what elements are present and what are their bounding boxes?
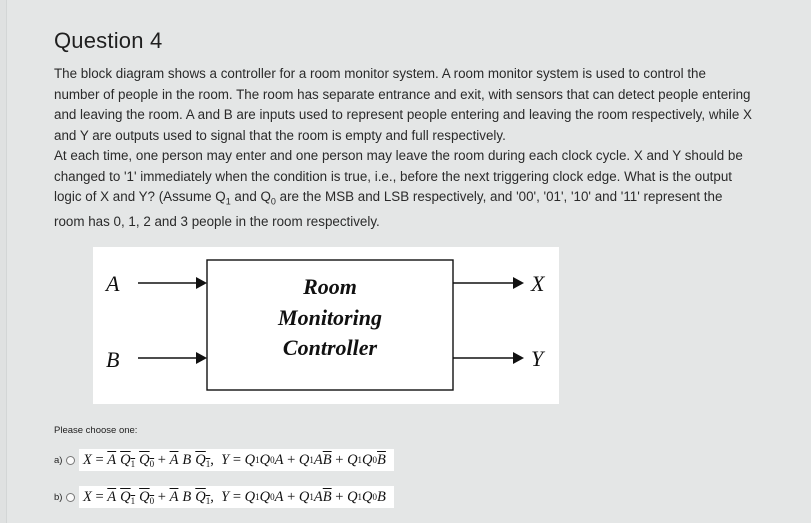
option-a-letter: a) [54,454,63,466]
block-label-line3: Controller [283,335,378,360]
input-a-label: A [104,271,120,296]
question-title: Question 4 [54,28,163,53]
option-b-radio[interactable] [66,492,75,502]
option-a-radio[interactable] [66,455,75,465]
input-a-arrowhead [196,277,207,289]
question-paragraph-1: The block diagram shows a controller for… [54,66,752,143]
output-x-arrowhead [513,277,524,289]
block-label-line2: Monitoring [277,305,382,330]
input-b-arrowhead [196,352,207,364]
block-diagram-svg: A B X Y Room Monitoring Controller [104,259,546,391]
output-y-arrowhead [513,352,524,364]
option-b-letter: b) [54,491,63,503]
question-text: The block diagram shows a controller for… [54,64,754,233]
controller-block [206,259,454,391]
input-b-label: B [106,347,119,372]
block-label-line1: Room [302,274,357,299]
block-diagram: A B X Y Room Monitoring Controller [93,247,559,404]
output-x-label: X [530,271,546,296]
question-paragraph-2: At each time, one person may enter and o… [54,148,743,230]
output-y-label: Y [531,346,546,371]
choose-prompt: Please choose one: [54,425,138,436]
